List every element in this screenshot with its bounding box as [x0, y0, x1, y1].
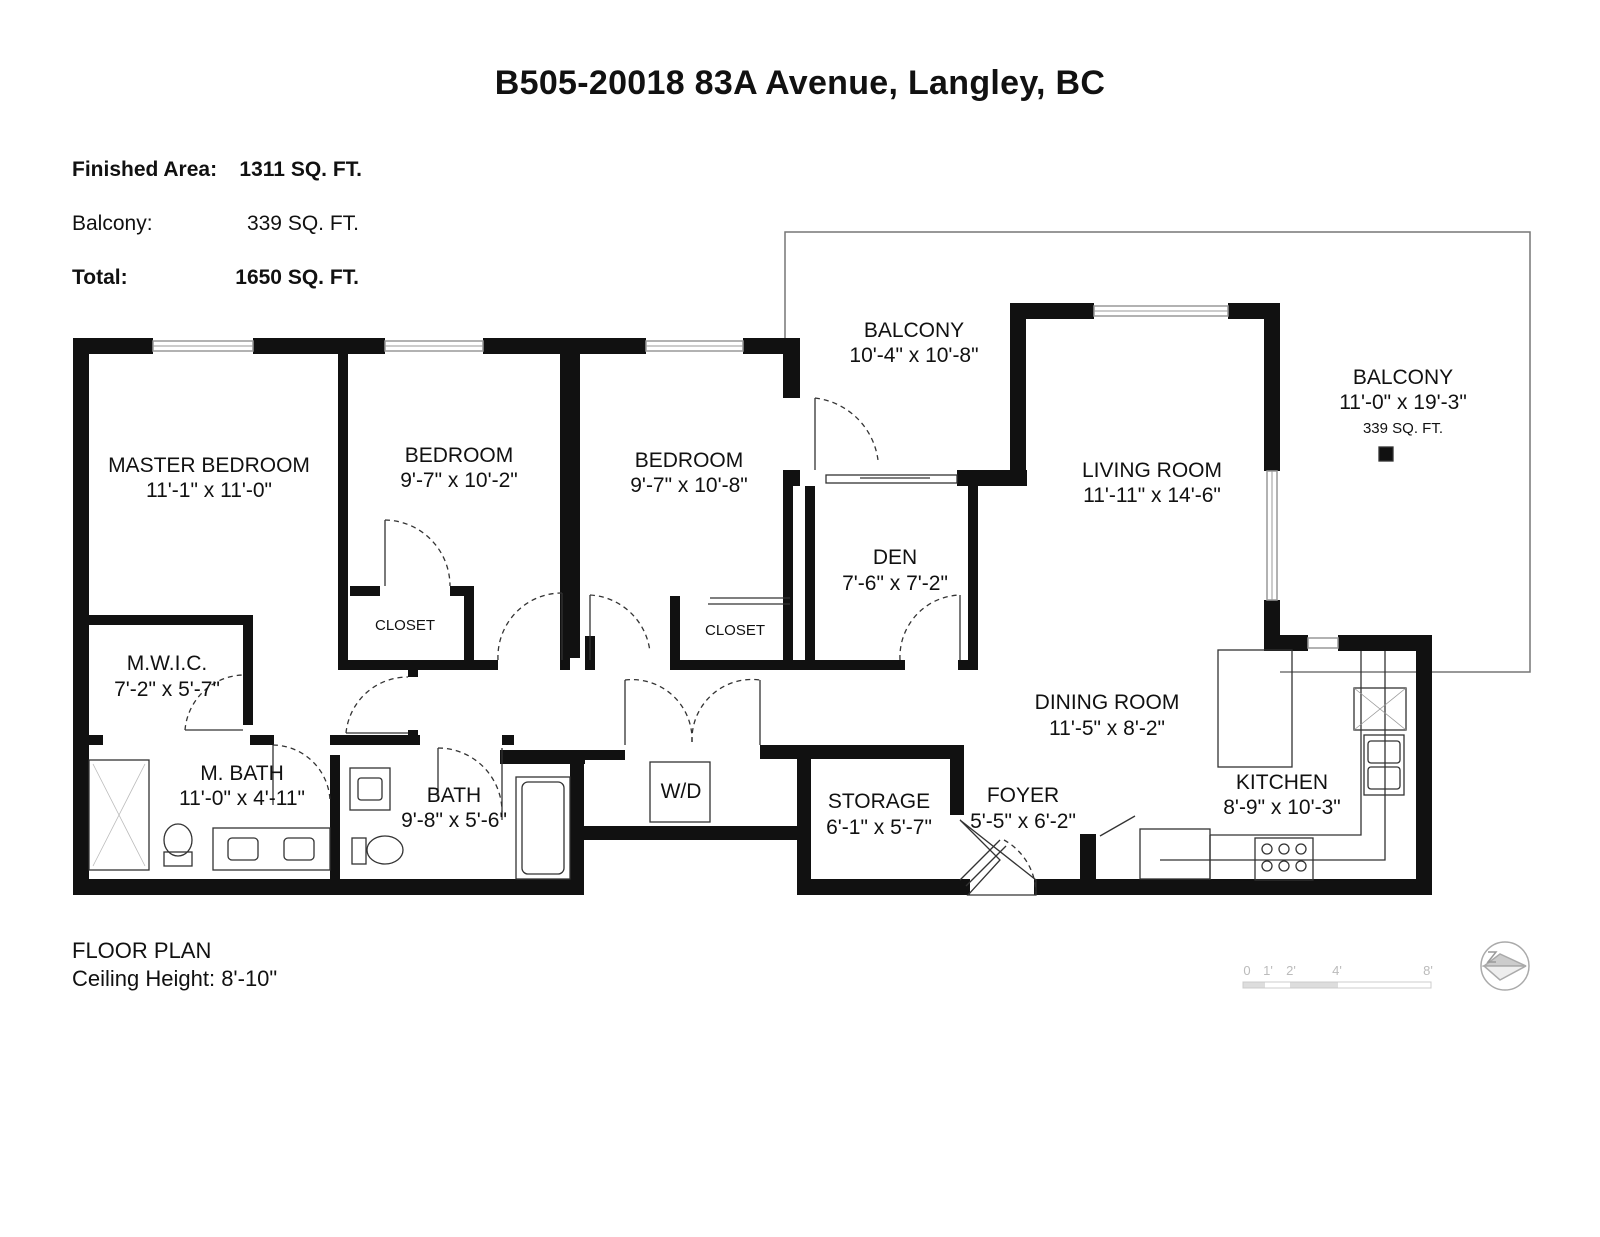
balcony-marker	[1378, 446, 1394, 462]
shower	[88, 759, 150, 871]
total-area-label: Total:	[72, 266, 128, 289]
kitchen-sink	[1363, 734, 1405, 796]
balcony-area-value: 339 SQ. FT.	[246, 212, 359, 235]
bathtub	[515, 776, 571, 880]
kitchen-dims: 8'-9" x 10'-3"	[1223, 796, 1340, 819]
den-name: DEN	[873, 546, 917, 569]
plan-title: B505-20018 83A Avenue, Langley, BC	[494, 64, 1106, 102]
master-bedroom-name: MASTER BEDROOM	[108, 454, 310, 477]
floor-plan-label: FLOOR PLAN	[72, 938, 212, 963]
living-room-name: LIVING ROOM	[1082, 459, 1222, 482]
stove	[1254, 837, 1314, 881]
balcony-small-name: BALCONY	[864, 319, 964, 342]
washer-dryer	[649, 761, 711, 823]
bedroom-2-name: BEDROOM	[405, 444, 514, 467]
living-room-dims: 11'-11" x 14'-6"	[1083, 484, 1221, 507]
ceiling-height: Ceiling Height: 8'-10"	[72, 966, 278, 991]
scale-tick-0: 0	[1243, 963, 1250, 978]
vanity-mbath	[212, 827, 331, 871]
fridge	[1139, 828, 1211, 880]
kitchen-island	[1217, 649, 1293, 768]
dining-room-dims: 11'-5" x 8'-2"	[1049, 717, 1165, 740]
bath-name: BATH	[427, 784, 481, 807]
den-dims: 7'-6" x 7'-2"	[842, 572, 948, 595]
bedroom-3-dims: 9'-7" x 10'-8"	[630, 474, 747, 497]
storage-name: STORAGE	[828, 790, 930, 813]
sink-bath	[349, 767, 391, 811]
north-arrow-icon	[1480, 941, 1530, 991]
balcony-large-name: BALCONY	[1353, 366, 1453, 389]
balcony-large-area: 339 SQ. FT.	[1363, 420, 1443, 437]
scale-tick-1: 1'	[1263, 963, 1273, 978]
toilet-bath	[366, 835, 404, 865]
room-labels: BALCONY 10'-4" x 10'-8" BALCONY 11'-0" x…	[108, 319, 1467, 839]
mwic-name: M.W.I.C.	[127, 652, 208, 675]
bedroom-3-name: BEDROOM	[635, 449, 744, 472]
storage-dims: 6'-1" x 5'-7"	[826, 816, 932, 839]
bath-dims: 9'-8" x 5'-6"	[401, 809, 507, 832]
scale-tick-3: 4'	[1332, 963, 1342, 978]
bedroom-2-dims: 9'-7" x 10'-2"	[400, 469, 517, 492]
foyer-dims: 5'-5" x 6'-2"	[970, 810, 1076, 833]
scale-tick-4: 8'	[1423, 963, 1433, 978]
window-hatching	[153, 310, 1273, 600]
balcony-large-dims: 11'-0" x 19'-3"	[1339, 391, 1467, 414]
balcony-outline	[784, 231, 1531, 673]
mbath-dims: 11'-0" x 4'-11"	[179, 787, 305, 810]
fixtures	[88, 446, 1407, 881]
finished-area-label: Finished Area:	[72, 158, 218, 181]
foyer-name: FOYER	[987, 784, 1059, 807]
scale-bar: 0 1' 2' 4' 8'	[1242, 963, 1433, 989]
kitchen-counter	[1160, 651, 1386, 861]
dining-room-name: DINING ROOM	[1035, 691, 1180, 714]
closet-1-name: CLOSET	[375, 617, 435, 634]
wd-name: W/D	[661, 780, 702, 803]
range-hood	[1353, 687, 1407, 731]
mwic-dims: 7'-2" x 5'-7"	[114, 678, 220, 701]
kitchen-name: KITCHEN	[1236, 771, 1328, 794]
toilet-mbath	[163, 823, 193, 857]
total-area-value: 1650 SQ. FT.	[235, 266, 359, 289]
closet-2-name: CLOSET	[705, 622, 765, 639]
master-bedroom-dims: 11'-1" x 11'-0"	[146, 479, 272, 502]
finished-area-value: 1311 SQ. FT.	[239, 158, 362, 181]
balcony-small-dims: 10'-4" x 10'-8"	[849, 344, 978, 367]
doors	[184, 397, 1136, 896]
scale-tick-2: 2'	[1286, 963, 1296, 978]
balcony-area-label: Balcony:	[72, 212, 153, 235]
mbath-name: M. BATH	[200, 762, 284, 785]
walls	[73, 303, 1432, 895]
